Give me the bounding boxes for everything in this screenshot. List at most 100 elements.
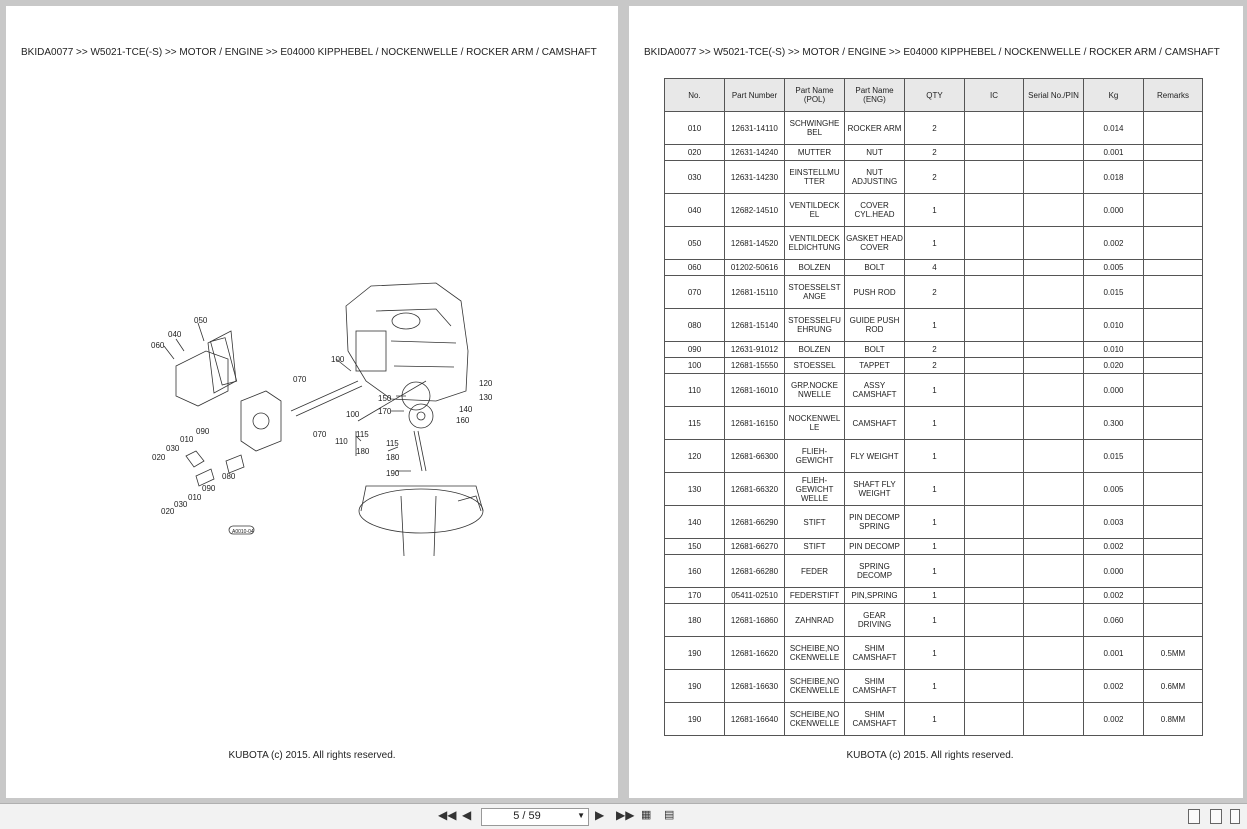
cell-no: 140 bbox=[664, 505, 725, 539]
cell-part-number: 12681-66320 bbox=[724, 472, 785, 506]
cell-part-number: 12631-14110 bbox=[724, 111, 785, 145]
cell-serial bbox=[1023, 373, 1084, 407]
table-header-row: No. Part Number Part Name (POL) Part Nam… bbox=[664, 78, 1203, 112]
cell-name-pol: STIFT bbox=[784, 505, 845, 539]
callout-180b: 180 bbox=[386, 453, 400, 462]
cell-part-number: 12681-16630 bbox=[724, 669, 785, 703]
callout-100b: 100 bbox=[346, 410, 360, 419]
cell-part-number: 12681-15550 bbox=[724, 357, 785, 374]
cell-part-number: 12681-66300 bbox=[724, 439, 785, 473]
cell-no: 190 bbox=[664, 702, 725, 736]
cell-kg: 0.010 bbox=[1083, 341, 1144, 358]
cell-remarks bbox=[1143, 259, 1203, 276]
cell-no: 040 bbox=[664, 193, 725, 227]
cell-qty: 2 bbox=[904, 111, 965, 145]
callout-080: 080 bbox=[222, 472, 236, 481]
cell-kg: 0.002 bbox=[1083, 702, 1144, 736]
first-page-icon[interactable]: ◀◀ bbox=[438, 808, 457, 822]
cell-serial bbox=[1023, 275, 1084, 309]
cell-qty: 1 bbox=[904, 406, 965, 440]
callout-020: 020 bbox=[152, 453, 166, 462]
cell-kg: 0.005 bbox=[1083, 472, 1144, 506]
parts-table: No. Part Number Part Name (POL) Part Nam… bbox=[664, 78, 1203, 736]
page-number-value: 5 / 59 bbox=[513, 810, 541, 822]
page-right: BKIDA0077 >> W5021-TCE(-S) >> MOTOR / EN… bbox=[629, 6, 1243, 798]
cell-ic bbox=[964, 587, 1024, 604]
callout-090b: 090 bbox=[202, 484, 216, 493]
cell-name-eng: BOLT bbox=[844, 259, 905, 276]
exploded-parts-diagram: 050 040 060 070 100 150 170 100 070 110 … bbox=[151, 282, 493, 557]
cell-qty: 2 bbox=[904, 275, 965, 309]
cell-name-eng: SHAFT FLY WEIGHT bbox=[844, 472, 905, 506]
cell-kg: 0.300 bbox=[1083, 406, 1144, 440]
cell-ic bbox=[964, 554, 1024, 588]
col-header-remarks: Remarks bbox=[1143, 78, 1203, 112]
prev-page-icon[interactable]: ◀ bbox=[462, 808, 472, 822]
cell-kg: 0.005 bbox=[1083, 259, 1144, 276]
cell-part-number: 12631-91012 bbox=[724, 341, 785, 358]
cell-serial bbox=[1023, 472, 1084, 506]
col-header-serial: Serial No./PIN bbox=[1023, 78, 1084, 112]
cell-name-pol: FEDER bbox=[784, 554, 845, 588]
cell-qty: 1 bbox=[904, 603, 965, 637]
cell-kg: 0.000 bbox=[1083, 554, 1144, 588]
cell-ic bbox=[964, 259, 1024, 276]
cell-name-eng: SHIM CAMSHAFT bbox=[844, 702, 905, 736]
callout-030b: 030 bbox=[174, 500, 188, 509]
cell-name-eng: PIN DECOMP SPRING bbox=[844, 505, 905, 539]
cell-kg: 0.002 bbox=[1083, 669, 1144, 703]
cell-serial bbox=[1023, 406, 1084, 440]
cell-name-eng: TAPPET bbox=[844, 357, 905, 374]
cell-kg: 0.020 bbox=[1083, 357, 1144, 374]
cell-ic bbox=[964, 702, 1024, 736]
breadcrumb-right: BKIDA0077 >> W5021-TCE(-S) >> MOTOR / EN… bbox=[644, 47, 1220, 58]
cell-serial bbox=[1023, 554, 1084, 588]
cell-name-eng: COVER CYL.HEAD bbox=[844, 193, 905, 227]
cell-ic bbox=[964, 669, 1024, 703]
callout-020b: 020 bbox=[161, 507, 175, 516]
viewer-toolbar: ◀◀ ◀ 5 / 59 ▼ ▶ ▶▶ ▦ ▤ bbox=[0, 803, 1247, 829]
cell-name-pol: BOLZEN bbox=[784, 341, 845, 358]
cell-name-pol: SCHEIBE,NO CKENWELLE bbox=[784, 669, 845, 703]
last-page-icon[interactable]: ▶▶ bbox=[616, 808, 635, 822]
cell-serial bbox=[1023, 160, 1084, 194]
cell-qty: 1 bbox=[904, 472, 965, 506]
cell-name-eng: SHIM CAMSHAFT bbox=[844, 636, 905, 670]
cell-no: 050 bbox=[664, 226, 725, 260]
callout-090: 090 bbox=[196, 427, 210, 436]
fit-width-icon[interactable]: ▤ bbox=[664, 809, 675, 821]
two-page-view-icon[interactable] bbox=[1230, 809, 1240, 824]
cell-kg: 0.002 bbox=[1083, 538, 1144, 555]
col-header-ic: IC bbox=[964, 78, 1024, 112]
single-page-view-icon[interactable] bbox=[1188, 809, 1200, 824]
cell-serial bbox=[1023, 603, 1084, 637]
cell-ic bbox=[964, 472, 1024, 506]
cell-name-pol: VENTILDECK EL bbox=[784, 193, 845, 227]
cell-serial bbox=[1023, 702, 1084, 736]
cell-name-pol: GRP.NOCKE NWELLE bbox=[784, 373, 845, 407]
footer-copyright: KUBOTA (c) 2015. All rights reserved. bbox=[228, 750, 396, 761]
page-number-select[interactable]: 5 / 59 ▼ bbox=[481, 808, 589, 826]
cell-name-pol: STOESSEL bbox=[784, 357, 845, 374]
fit-page-icon[interactable]: ▦ bbox=[641, 809, 652, 821]
cell-kg: 0.018 bbox=[1083, 160, 1144, 194]
continuous-view-icon[interactable] bbox=[1210, 809, 1222, 824]
cell-name-eng: SHIM CAMSHAFT bbox=[844, 669, 905, 703]
cell-remarks bbox=[1143, 373, 1203, 407]
callout-050: 050 bbox=[194, 316, 208, 325]
next-page-icon[interactable]: ▶ bbox=[595, 808, 605, 822]
cell-remarks bbox=[1143, 111, 1203, 145]
cell-ic bbox=[964, 505, 1024, 539]
cell-remarks bbox=[1143, 439, 1203, 473]
breadcrumb: BKIDA0077 >> W5021-TCE(-S) >> MOTOR / EN… bbox=[21, 47, 597, 58]
cell-qty: 1 bbox=[904, 226, 965, 260]
cell-serial bbox=[1023, 669, 1084, 703]
chevron-down-icon: ▼ bbox=[577, 811, 585, 820]
cell-qty: 1 bbox=[904, 669, 965, 703]
